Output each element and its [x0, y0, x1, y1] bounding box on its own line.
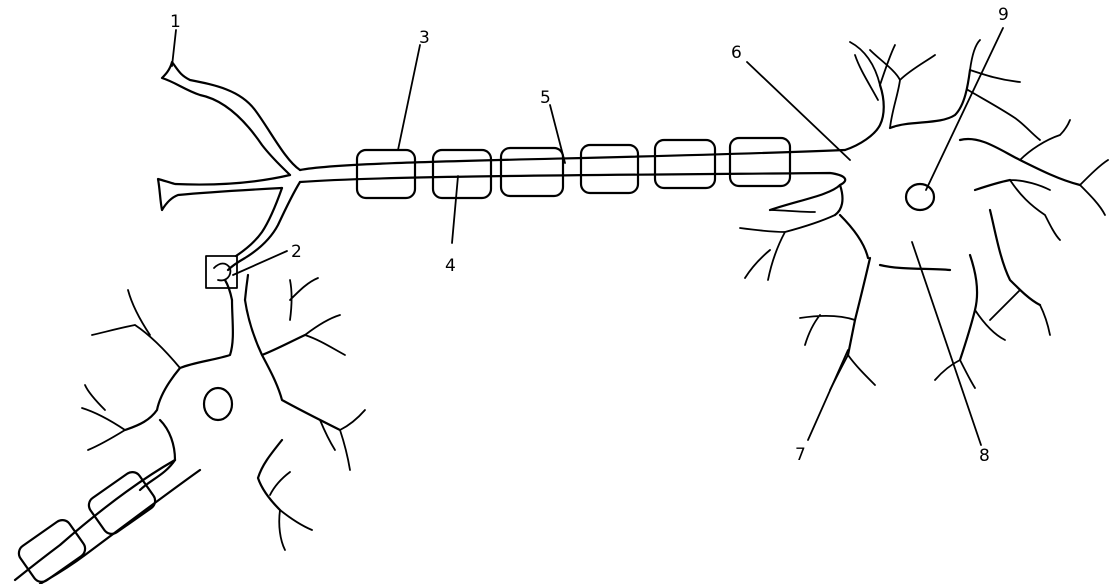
axon	[300, 150, 845, 170]
nucleus-left	[204, 388, 232, 420]
label-7: 7	[795, 445, 806, 465]
myelin-sheaths-left	[15, 469, 158, 584]
myelin-segment	[730, 138, 790, 186]
label-6: 6	[731, 43, 742, 63]
dendrites-right	[740, 40, 1108, 390]
synapse-box	[206, 256, 237, 288]
label-3: 3	[419, 28, 430, 48]
soma-right	[835, 70, 1080, 360]
nucleus-right	[906, 184, 934, 210]
myelin-segment	[501, 148, 563, 196]
myelin-segment	[357, 150, 415, 198]
label-1: 1	[170, 12, 181, 32]
label-4: 4	[445, 256, 456, 276]
label-2: 2	[291, 242, 302, 262]
upper-neuron	[158, 62, 845, 270]
leader-lines	[172, 28, 1003, 445]
myelin-sheaths	[357, 138, 790, 198]
myelin-segment	[655, 140, 715, 188]
myelin-segment	[433, 150, 491, 198]
label-5: 5	[540, 88, 551, 108]
right-neuron	[740, 40, 1108, 390]
dendrites-left	[82, 278, 365, 550]
axon-terminals	[158, 62, 300, 270]
label-8: 8	[979, 446, 990, 466]
lower-left-neuron	[15, 256, 365, 584]
label-9: 9	[998, 5, 1009, 25]
myelin-segment	[581, 145, 638, 193]
